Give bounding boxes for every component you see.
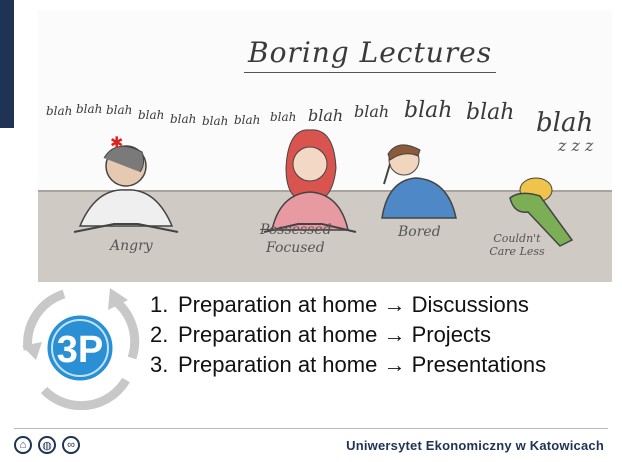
- illustration-title: Boring Lectures: [243, 36, 497, 73]
- university-name: Uniwersytet Ekonomiczny w Katowicach: [346, 438, 604, 453]
- label-possessed: Possessed: [260, 222, 332, 238]
- list-item: 3. Preparation at home → Presentations: [150, 350, 546, 380]
- blah-text-wave: blah blah blah blah blah blah blah blah …: [46, 98, 622, 168]
- list-text: Preparation at home → Discussions: [178, 292, 529, 317]
- blah-word: blah: [202, 114, 229, 128]
- list-number: 2.: [150, 322, 169, 347]
- infinity-icon[interactable]: ∞: [62, 436, 80, 454]
- blah-word: blah: [270, 110, 297, 124]
- list-number: 1.: [150, 292, 169, 317]
- list-text: Preparation at home → Projects: [178, 322, 492, 347]
- sleeping-student-figure: [509, 177, 574, 247]
- blah-word: blah: [234, 113, 261, 127]
- footer-divider: [14, 428, 608, 429]
- lecture-illustration: Boring Lectures blah blah blah blah blah…: [38, 10, 612, 282]
- steps-list: 1. Preparation at home → Discussions 2. Pr…: [150, 290, 546, 380]
- blah-word: blah: [404, 98, 453, 123]
- svg-text:✱: ✱: [110, 135, 123, 152]
- blah-word: blah: [138, 108, 165, 122]
- list-number: 3.: [150, 352, 169, 377]
- zzz-text: z z z: [558, 136, 594, 155]
- 3p-logo-icon: 3P: [22, 288, 140, 410]
- blah-word: blah: [536, 108, 594, 138]
- blah-word: blah: [308, 106, 344, 125]
- blah-word: blah: [76, 102, 103, 116]
- list-text: Preparation at home → Presentations: [178, 352, 547, 377]
- focused-student-figure: [263, 129, 357, 233]
- label-couldnt-care-less: Couldn't Care Less: [489, 232, 545, 258]
- blah-word: blah: [46, 104, 73, 118]
- home-icon[interactable]: ⌂: [14, 436, 32, 454]
- globe-icon[interactable]: ◍: [38, 436, 56, 454]
- footer-icon-group: ⌂ ◍ ∞: [14, 436, 80, 454]
- label-bored: Bored: [398, 224, 441, 240]
- list-item: 1. Preparation at home → Discussions: [150, 290, 546, 320]
- angry-student-figure: ✱: [73, 135, 179, 233]
- label-focused: Focused: [266, 240, 325, 256]
- blah-word: blah: [106, 103, 133, 117]
- bored-student-figure: [381, 144, 457, 219]
- blah-word: blah: [170, 112, 197, 126]
- blah-word: blah: [354, 102, 390, 121]
- accent-bar: [0, 0, 14, 128]
- blah-word: blah: [466, 100, 515, 125]
- list-item: 2. Preparation at home → Projects: [150, 320, 546, 350]
- logo-text: 3P: [57, 329, 103, 371]
- label-angry: Angry: [110, 238, 153, 254]
